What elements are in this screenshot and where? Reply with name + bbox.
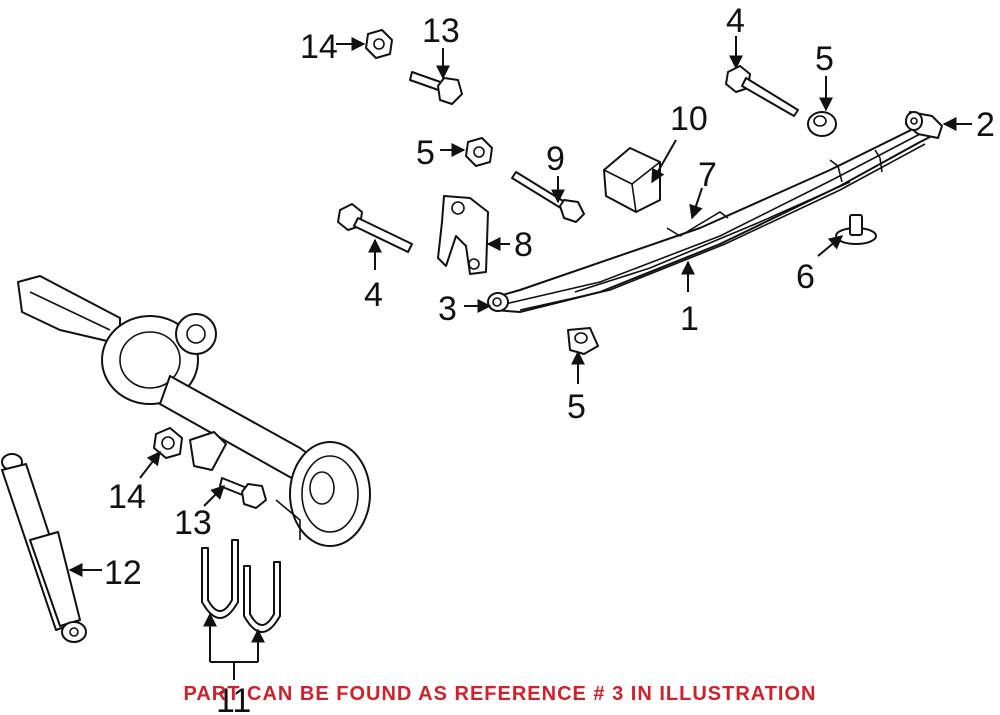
callout-1: 1 [680,300,699,338]
callout-3: 3 [438,290,457,328]
bolt-4-left [337,203,413,253]
bolt-13-top [409,71,463,105]
bolt-9 [511,171,585,223]
callouts: 14 13 4 5 2 5 9 10 7 8 6 4 3 1 5 14 13 1… [104,2,995,715]
nut-5-top-right [807,111,837,137]
reference-notice: PART CAN BE FOUND AS REFERENCE # 3 IN IL… [183,683,817,705]
spring-spacer [603,147,661,213]
callout-12: 12 [104,554,142,592]
nut-14-bottom [153,427,183,459]
callout-8: 8 [514,226,533,264]
callout-14-bottom: 14 [108,478,146,516]
rear-axle-housing [17,275,371,547]
leaf-spring [491,121,937,313]
callout-13-bottom: 13 [174,504,212,542]
nut-14-top [365,29,393,59]
bump-stop [835,214,877,245]
callout-6: 6 [796,258,815,296]
spring-shackle [437,195,489,275]
nut-5-bottom [567,327,599,355]
bolt-13-bottom [219,477,267,509]
spring-rear-bushing [905,111,943,139]
callout-4-top: 4 [726,2,745,40]
callout-13-top: 13 [422,12,460,50]
u-bolts [201,539,281,633]
callout-2: 2 [976,106,995,144]
callout-7: 7 [698,156,717,194]
callout-5-bottom: 5 [567,388,586,426]
callout-4-left: 4 [364,276,383,314]
callout-5-top-right: 5 [815,40,834,78]
shock-absorber [1,453,87,643]
callout-10: 10 [670,100,708,138]
spring-front-eye [487,292,509,312]
callout-5-mid: 5 [416,134,435,172]
leader-lines [68,36,972,680]
callout-9: 9 [546,140,565,178]
bolt-4-top [725,65,799,117]
callout-14-top: 14 [300,28,338,66]
nut-5-mid [465,137,493,167]
callout-11: 11 [216,682,251,715]
